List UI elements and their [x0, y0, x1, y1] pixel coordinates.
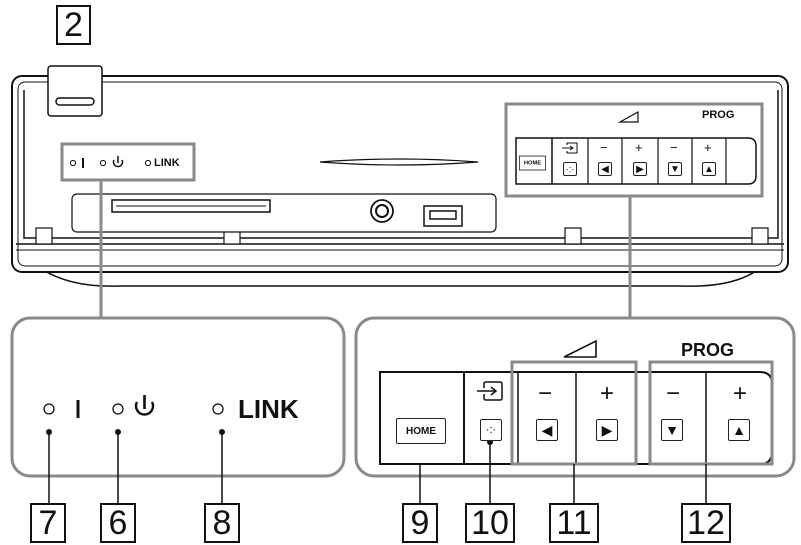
foot-tab [751, 227, 769, 245]
prog-label: PROG [681, 340, 735, 360]
prog-label-small: PROG [702, 109, 735, 121]
arrow-right-icon[interactable]: ▶ [596, 419, 618, 441]
control-highlight-small [504, 102, 764, 198]
power-icon-small [112, 156, 124, 168]
input-icon-small [562, 142, 578, 154]
volume-minus-sign: − [537, 380, 552, 407]
indicator-highlight-small [60, 142, 196, 182]
volume-plus-sign: + [599, 380, 614, 407]
arrow-down-icon[interactable]: ▼ [668, 162, 682, 176]
arrow-left-icon[interactable]: ◀ [598, 162, 612, 176]
device-body-inner [17, 81, 783, 267]
callout-7: 7 [30, 503, 66, 543]
usb-port-inner [429, 210, 457, 220]
volume-icon-small [617, 110, 639, 123]
minus-small: − [670, 140, 678, 155]
arrow-down-icon[interactable]: ▼ [661, 419, 683, 441]
input-select-button[interactable]: ·:· [480, 419, 502, 441]
prog-plus-sign: + [732, 380, 747, 407]
front-bezel [23, 90, 779, 239]
prog-group-highlight [648, 360, 774, 466]
callout-8: 8 [204, 503, 240, 543]
prog-minus-sign: − [665, 380, 680, 407]
home-button-small-label: HOME [518, 155, 547, 171]
volume-icon [563, 339, 597, 358]
foot-tab [564, 227, 582, 245]
callout-2: 2 [56, 5, 91, 45]
input-button-small[interactable]: ·:· [563, 162, 577, 176]
callout-6: 6 [100, 503, 136, 543]
power-icon [134, 395, 155, 416]
arrow-up-icon[interactable]: ▲ [702, 162, 716, 176]
link-label: LINK [238, 394, 299, 424]
arrow-right-icon[interactable]: ▶ [633, 162, 647, 176]
callout-11: 11 [549, 503, 599, 543]
minus-small: − [600, 140, 608, 155]
callout-9: 9 [402, 503, 438, 543]
home-button[interactable]: HOME [396, 418, 446, 444]
headphone-jack-inner [375, 204, 389, 218]
plus-small: + [704, 140, 712, 155]
disc-slot [319, 158, 479, 166]
power-button-slot [55, 97, 95, 106]
device-base-curve [39, 267, 761, 287]
callout-12: 12 [681, 503, 731, 543]
power-button-housing [47, 65, 103, 117]
input-icon [477, 381, 503, 401]
plus-small: + [635, 140, 643, 155]
arrow-left-icon[interactable]: ◀ [536, 419, 558, 441]
indicator-detail-panel [10, 316, 346, 478]
foot-tab [35, 227, 53, 245]
link-label-small: LINK [154, 157, 180, 169]
callout-10: 10 [465, 503, 515, 543]
arrow-up-icon[interactable]: ▲ [728, 419, 750, 441]
